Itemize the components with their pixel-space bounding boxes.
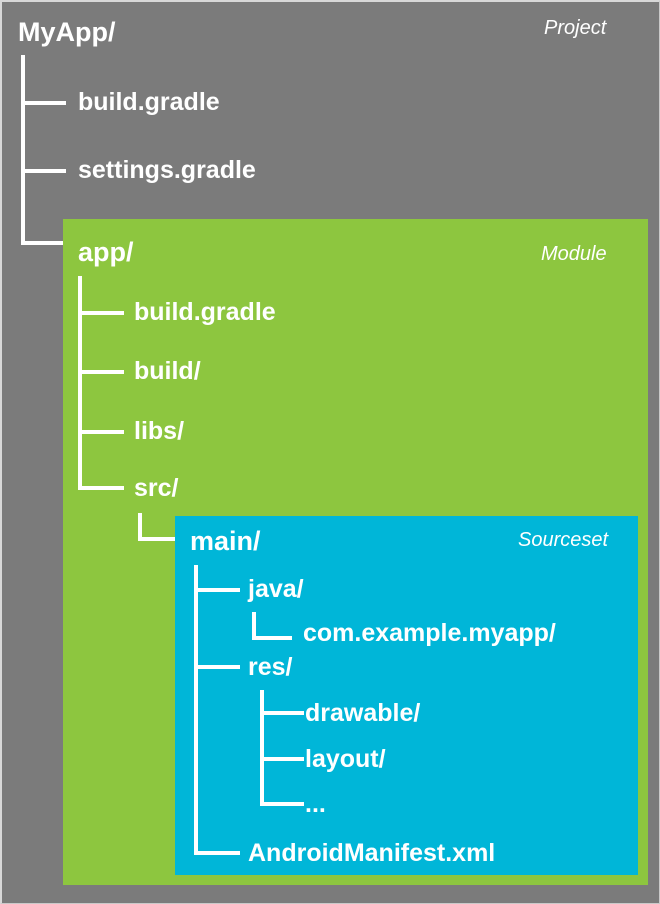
module-child-build-gradle: build.gradle — [134, 298, 276, 326]
sourceset-child-ellipsis: ... — [305, 790, 326, 818]
sourceset-tree-trunk — [194, 565, 198, 855]
module-tree-branch-libs — [78, 430, 124, 434]
module-root-label: app/ — [78, 237, 134, 267]
sourceset-root-label: main/ — [190, 526, 261, 556]
project-tree-branch-build-gradle — [21, 101, 66, 105]
project-child-build-gradle: build.gradle — [78, 88, 220, 116]
module-child-libs: libs/ — [134, 417, 185, 445]
project-tree-trunk — [21, 55, 25, 245]
project-tree-branch-settings-gradle — [21, 169, 66, 173]
module-tree-branch-build — [78, 370, 124, 374]
module-tree-branch-src — [78, 486, 124, 490]
sourceset-container — [175, 516, 638, 875]
sourceset-child-package: com.example.myapp/ — [303, 619, 556, 647]
sourceset-tree-branch-res — [194, 665, 240, 669]
sourceset-tree-branch-manifest — [194, 851, 240, 855]
sourceset-child-java: java/ — [248, 575, 304, 603]
module-child-src: src/ — [134, 474, 179, 502]
module-tree-trunk — [78, 276, 82, 490]
res-tree-trunk — [260, 690, 264, 806]
sourceset-tag: Sourceset — [518, 529, 609, 551]
java-child-connector-vertical — [252, 612, 256, 640]
module-child-build: build/ — [134, 357, 201, 385]
project-root-label: MyApp/ — [18, 17, 116, 47]
src-to-main-connector-horizontal — [138, 537, 182, 541]
sourceset-child-layout: layout/ — [305, 745, 386, 773]
sourceset-child-res: res/ — [248, 653, 293, 681]
sourceset-tree-branch-java — [194, 588, 240, 592]
module-tree-branch-build-gradle — [78, 311, 124, 315]
module-tag: Module — [541, 243, 607, 265]
src-to-main-connector-vertical — [138, 513, 142, 541]
project-tree-branch-app — [21, 241, 67, 245]
java-child-connector-horizontal — [252, 636, 292, 640]
project-tag: Project — [544, 17, 607, 39]
res-tree-branch-drawable — [260, 711, 304, 715]
res-tree-branch-layout — [260, 757, 304, 761]
sourceset-child-manifest: AndroidManifest.xml — [248, 839, 496, 867]
res-tree-branch-ellipsis — [260, 802, 304, 806]
project-child-settings-gradle: settings.gradle — [78, 156, 256, 184]
sourceset-child-drawable: drawable/ — [305, 699, 421, 727]
